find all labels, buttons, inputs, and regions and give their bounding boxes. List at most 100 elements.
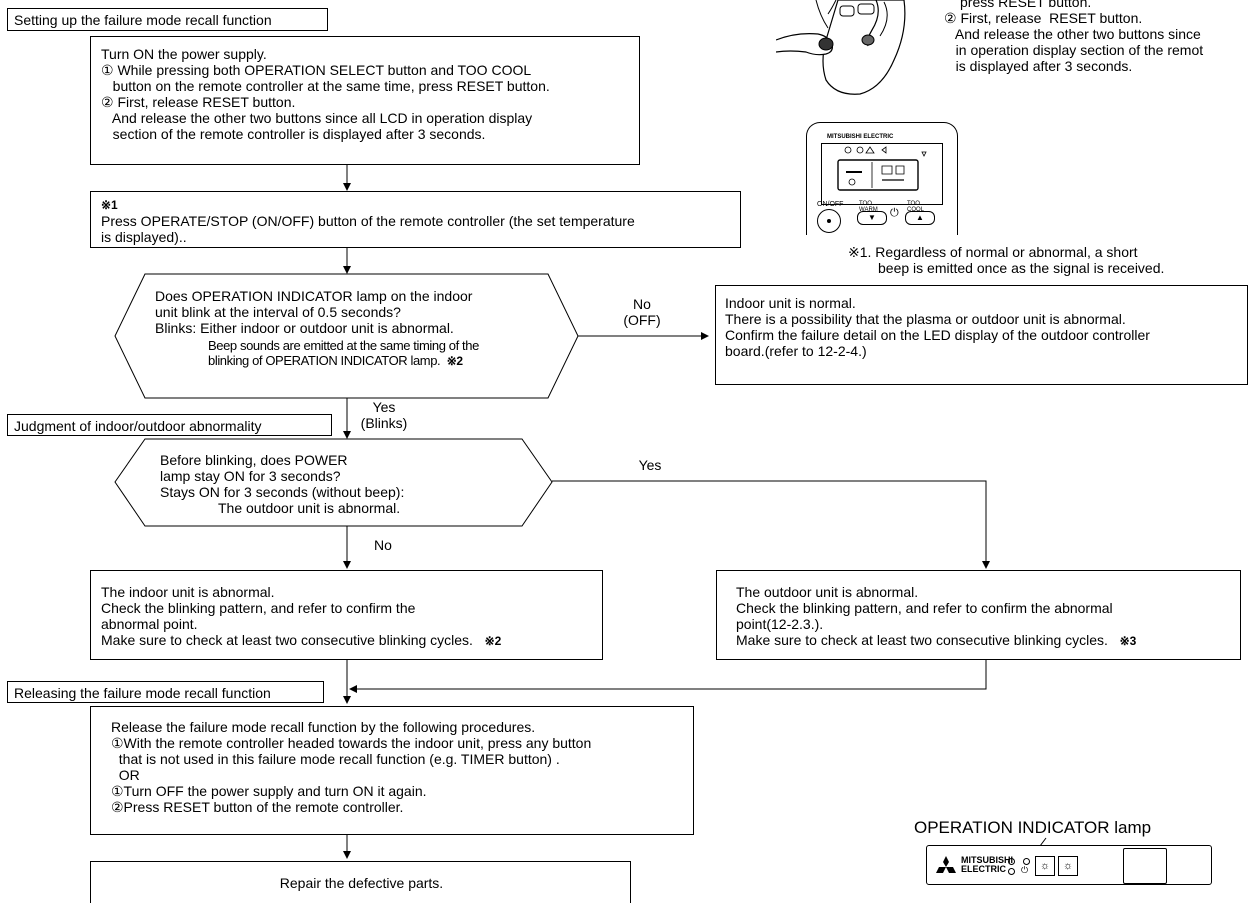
text-line: ①With the remote controller headed towar… <box>111 735 592 751</box>
text-line: Make sure to check at least two consecut… <box>736 632 1136 649</box>
text-line: in operation display section of the remo… <box>944 42 1204 58</box>
footnote-mark: ※1 <box>101 198 118 212</box>
label-no-off: No (OFF) <box>612 296 672 328</box>
footnote-mark: ※2 <box>446 354 463 368</box>
hand-remote-illustration <box>776 0 906 95</box>
text-line: OR <box>111 767 140 783</box>
remote-power-icon: ⏻ <box>890 207 899 219</box>
label-no-2: No <box>374 537 392 553</box>
header-setup-text: Setting up the failure mode recall funct… <box>14 12 272 28</box>
text-line: is displayed after 3 seconds. <box>944 58 1133 74</box>
dot-icon <box>827 219 831 223</box>
text-line: abnormal point. <box>101 616 198 632</box>
remote-onoff-button <box>817 209 841 233</box>
label-no: No <box>633 296 651 312</box>
footnote-1: ※1. Regardless of normal or abnormal, a … <box>848 244 1164 276</box>
step-press-operate: ※1 Press OPERATE/STOP (ON/OFF) button of… <box>90 191 741 248</box>
text-line: ※1. Regardless of normal or abnormal, a … <box>848 244 1138 260</box>
label-off: (OFF) <box>623 312 661 328</box>
text-line: Beep sounds are emitted at the same timi… <box>208 338 479 353</box>
text-line: that is not used in this failure mode re… <box>111 751 560 767</box>
text-line: ②Press RESET button of the remote contro… <box>111 799 404 815</box>
remote-too-cool-button: ▲ <box>905 211 935 225</box>
decision2-shape <box>114 438 553 527</box>
text-line: ② First, release RESET button. <box>101 94 296 110</box>
text-line: MITSUBISHI <box>961 855 1014 865</box>
panel-brand: MITSUBISHI ELECTRIC <box>961 856 1013 874</box>
text-line: press RESET button. <box>960 0 1092 10</box>
text-line: Indoor unit is normal. <box>725 295 856 311</box>
remote-controller: MITSUBISHI ELECTRIC ON/OFF TOO WARM TOO … <box>806 122 958 235</box>
decision1-small-text: Beep sounds are emitted at the same timi… <box>208 338 479 369</box>
text-line: ① While pressing both OPERATION SELECT b… <box>101 62 532 78</box>
header-releasing: Releasing the failure mode recall functi… <box>7 681 324 703</box>
result-outdoor-abnormal: The outdoor unit is abnormal. Check the … <box>716 570 1241 660</box>
text-line: Stays ON for 3 seconds (without beep): <box>160 484 405 500</box>
result-normal: Indoor unit is normal. There is a possib… <box>715 285 1248 385</box>
result-indoor-text: The indoor unit is abnormal. Check the b… <box>101 584 501 649</box>
power-icon: ⏻ <box>1021 865 1029 875</box>
result-outdoor-text: The outdoor unit is abnormal. Check the … <box>736 584 1136 649</box>
text-line: Release the failure mode recall function… <box>111 719 536 735</box>
mitsubishi-logo-icon <box>936 856 956 873</box>
text-line: point(12-2.3.). <box>736 616 824 632</box>
text-line: is displayed).. <box>101 229 187 245</box>
result-normal-text: Indoor unit is normal. There is a possib… <box>725 295 1150 359</box>
text-span: Make sure to check at least two consecut… <box>736 632 1108 648</box>
text-line: board.(refer to 12-2-4.) <box>725 343 867 359</box>
step-power-on-text: Turn ON the power supply. ① While pressi… <box>101 46 550 142</box>
text-line: Check the blinking pattern, and refer to… <box>101 600 416 616</box>
step-release-text: Release the failure mode recall function… <box>111 719 591 815</box>
text-line: ② First, release RESET button. <box>944 10 1143 26</box>
text-line: lamp stay ON for 3 seconds? <box>160 468 341 484</box>
header-judgment-text: Judgment of indoor/outdoor abnormality <box>14 418 262 434</box>
text-span: Make sure to check at least two consecut… <box>101 632 473 648</box>
result-indoor-abnormal: The indoor unit is abnormal. Check the b… <box>90 570 603 660</box>
label-yes-blinks: Yes (Blinks) <box>352 399 416 431</box>
arrow-decision2-yes <box>552 480 990 569</box>
text-line: And release the other two buttons since <box>944 26 1201 42</box>
sensor-icon: ☼ <box>1058 856 1078 876</box>
remote-brand: MITSUBISHI ELECTRIC <box>827 134 894 140</box>
text-line: button on the remote controller at the s… <box>101 78 550 94</box>
text-line: section of the remote controller is disp… <box>101 126 486 142</box>
text-line: Press OPERATE/STOP (ON/OFF) button of th… <box>101 213 635 229</box>
text-line: Make sure to check at least two consecut… <box>101 632 501 649</box>
text-line: And release the other two buttons since … <box>101 110 533 126</box>
indicator-caption: OPERATION INDICATOR lamp <box>914 818 1152 837</box>
text-line: Check the blinking pattern, and refer to… <box>736 600 1113 616</box>
indoor-unit-panel: MITSUBISHI ELECTRIC ⏻ ☼ ☼ <box>926 845 1212 885</box>
step-power-on: Turn ON the power supply. ① While pressi… <box>90 36 640 165</box>
text-line: unit blink at the interval of 0.5 second… <box>155 304 401 320</box>
text-line: There is a possibility that the plasma o… <box>725 311 1126 327</box>
label-blinks: (Blinks) <box>360 415 408 431</box>
text-span: blinking of OPERATION INDICATOR lamp. <box>208 353 441 368</box>
operation-indicator-lamp <box>1023 858 1030 865</box>
text-line: beep is emitted once as the signal is re… <box>878 260 1165 276</box>
display-window <box>1123 848 1167 884</box>
lamp-circle <box>1008 868 1015 875</box>
text-line: The outdoor unit is abnormal. <box>736 584 919 600</box>
footnote-mark: ※2 <box>484 634 502 648</box>
decision1-shape <box>114 273 579 399</box>
step-repair-text: Repair the defective parts. <box>279 875 444 891</box>
text-line: ①Turn OFF the power supply and turn ON i… <box>111 783 427 799</box>
text-line: Turn ON the power supply. <box>101 46 267 62</box>
text-line: ELECTRIC <box>961 864 1006 874</box>
decision2-text: Before blinking, does POWER lamp stay ON… <box>160 452 404 516</box>
sensor-icon: ☼ <box>1035 856 1055 876</box>
text-line: Does OPERATION INDICATOR lamp on the ind… <box>155 288 473 304</box>
text-line: Before blinking, does POWER <box>160 452 348 468</box>
decision1-text: Does OPERATION INDICATOR lamp on the ind… <box>155 288 472 336</box>
text-line: The outdoor unit is abnormal. <box>218 500 401 516</box>
lamp-circle <box>1008 858 1015 865</box>
footnote-mark: ※3 <box>1119 634 1137 648</box>
text-line: The indoor unit is abnormal. <box>101 584 275 600</box>
remote-too-warm-label: TOO WARM <box>859 201 878 213</box>
remote-lcd <box>821 143 943 205</box>
step-press-operate-text: ※1 Press OPERATE/STOP (ON/OFF) button of… <box>101 197 635 245</box>
header-judgment: Judgment of indoor/outdoor abnormality <box>7 414 332 436</box>
label-yes: Yes <box>372 399 396 415</box>
text-line: Confirm the failure detail on the LED di… <box>725 327 1150 343</box>
